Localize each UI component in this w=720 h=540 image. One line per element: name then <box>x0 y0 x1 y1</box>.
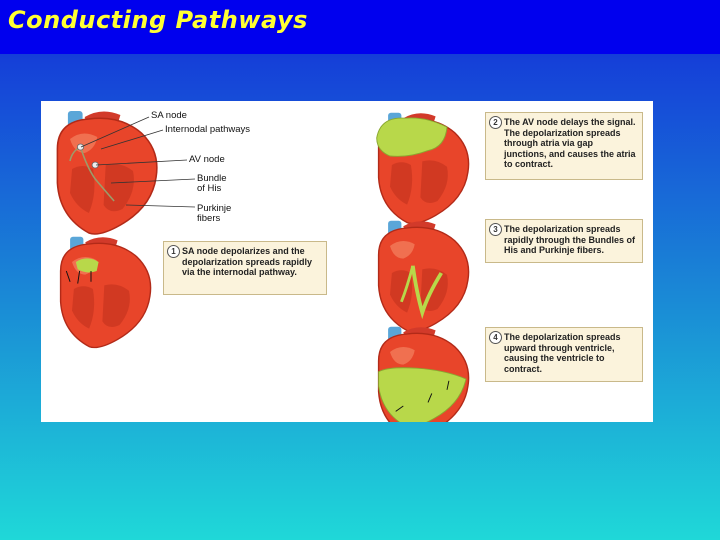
conduction-figure: SA node Internodal pathways AV node Bund… <box>41 101 653 422</box>
step-1-box: 1 SA node depolarizes and the depolariza… <box>163 241 327 295</box>
step-1-number: 1 <box>167 245 180 258</box>
step-3-box: 3 The depolarization spreads rapidly thr… <box>485 219 643 263</box>
step-3-text: The depolarization spreads rapidly throu… <box>504 224 635 255</box>
heart-illustrations <box>56 110 470 422</box>
step-1-text: SA node depolarizes and the depolarizati… <box>182 246 313 277</box>
heart-main-illustration <box>56 110 158 235</box>
leader-lines <box>80 116 196 208</box>
label-purkinje-line1: Purkinje <box>197 203 232 214</box>
label-bundle-line2: of His <box>197 183 222 194</box>
title-bar: Conducting Pathways <box>0 0 720 54</box>
heart-step-4 <box>377 326 470 422</box>
heart-step-3 <box>377 220 470 333</box>
step-4-number: 4 <box>489 331 502 344</box>
step-4-box: 4 The depolarization spreads upward thro… <box>485 327 643 382</box>
step-2-text: The AV node delays the signal. The depol… <box>504 117 636 169</box>
slide-title: Conducting Pathways <box>8 6 308 34</box>
label-bundle-line1: Bundle <box>197 173 227 184</box>
step-3-number: 3 <box>489 223 502 236</box>
label-sa-node: SA node <box>151 110 187 121</box>
label-purkinje-line2: fibers <box>197 213 221 224</box>
heart-step-2 <box>376 112 470 225</box>
step-2-box: 2 The AV node delays the signal. The dep… <box>485 112 643 180</box>
label-purkinje: Purkinje fibers <box>197 204 231 224</box>
label-bundle: Bundle of His <box>197 174 227 194</box>
step-2-number: 2 <box>489 116 502 129</box>
step-4-text: The depolarization spreads upward throug… <box>504 332 621 374</box>
label-internodal-pathways: Internodal pathways <box>165 124 251 135</box>
label-av-node: AV node <box>189 154 225 165</box>
heart-step-1 <box>59 236 152 349</box>
